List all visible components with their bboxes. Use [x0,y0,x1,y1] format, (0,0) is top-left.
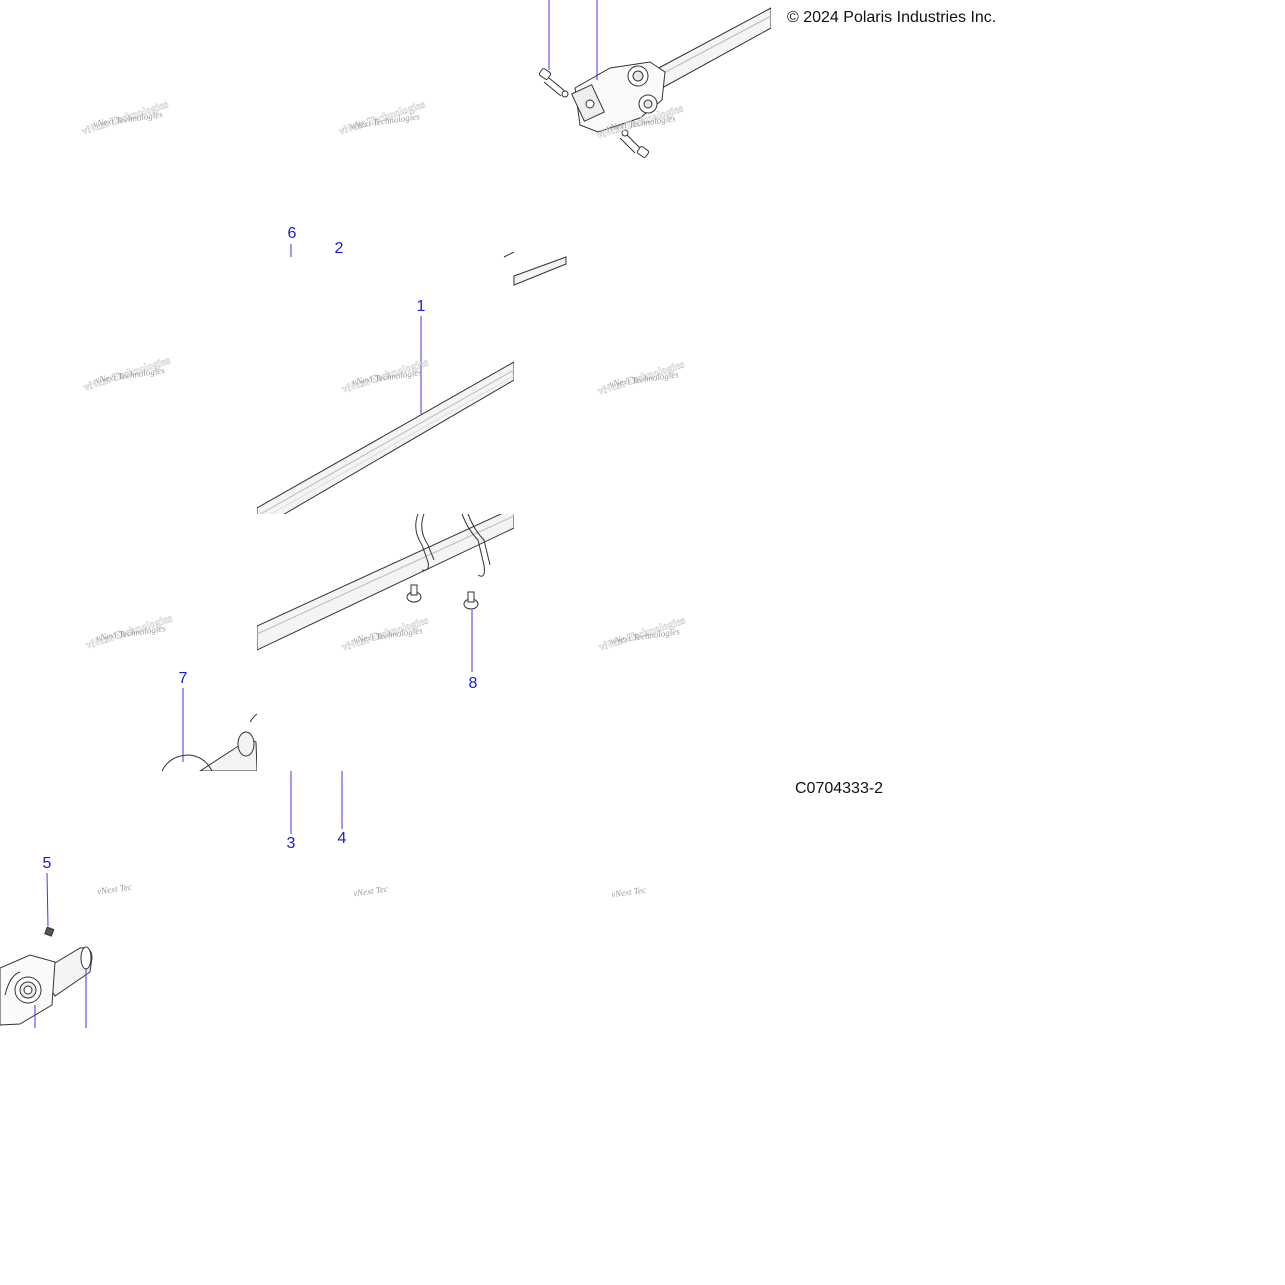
shaft-end-fragment [503,251,567,286]
callout-5: 5 [42,855,52,872]
callout-8: 8 [468,675,478,692]
drawing-id: C0704333-2 [795,780,884,797]
boot-clamp-fragment [161,688,257,771]
upper-shaft-yoke-drawing [538,0,771,158]
screw-left [406,584,422,603]
callout-6: 6 [287,225,297,242]
screw-right [463,591,479,610]
copyright-notice: © 2024 Polaris Industries Inc. [787,9,997,26]
leader-lines [290,244,422,834]
callout-3: 3 [286,835,296,852]
callout-4: 4 [337,830,347,847]
lower-u-joint-fragment [0,872,93,1028]
bolt-upper [538,68,569,98]
callout-7: 7 [178,670,188,687]
shaft-with-clips [257,514,514,672]
grease-fitting [44,926,55,937]
bolt-lower [619,129,650,158]
callout-2: 2 [334,240,344,257]
callout-1: 1 [416,298,426,315]
main-drive-shaft [257,361,514,514]
